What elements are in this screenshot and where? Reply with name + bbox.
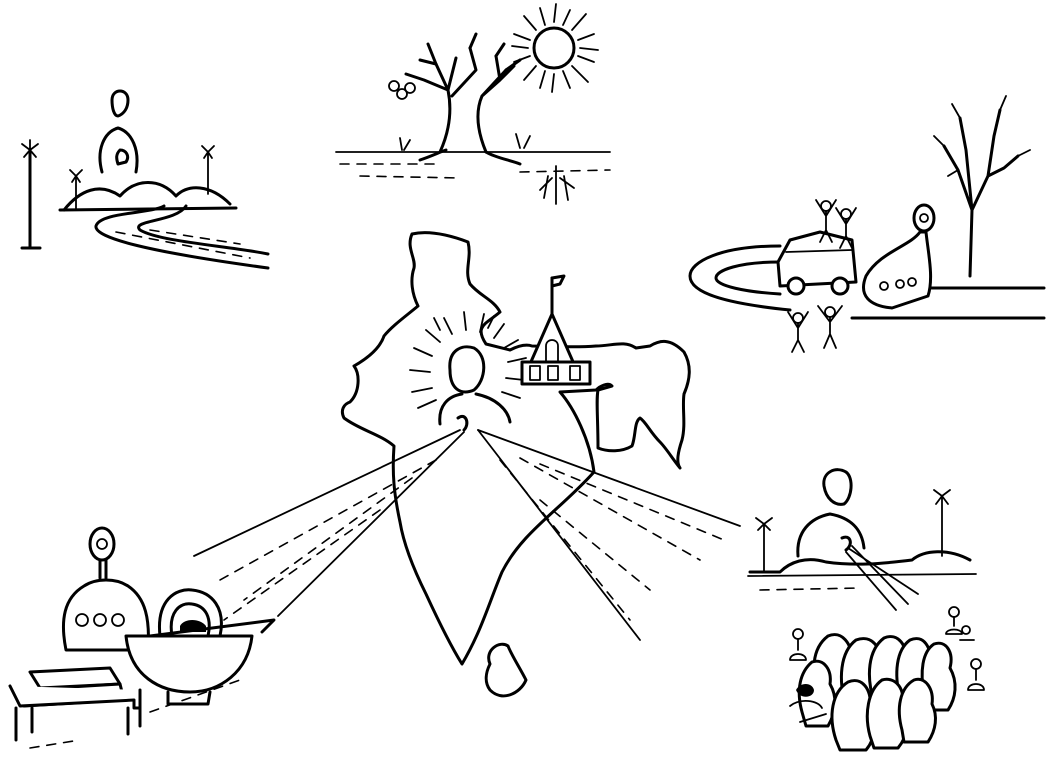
india-map-radiance-icon — [194, 233, 740, 696]
bus-dancers-icon — [690, 96, 1044, 352]
seated-crowd-icon — [748, 470, 984, 750]
meditator-river-icon — [22, 91, 268, 268]
dead-tree-sun-icon — [336, 4, 610, 204]
lamp-pot-offerings-icon — [10, 528, 274, 748]
